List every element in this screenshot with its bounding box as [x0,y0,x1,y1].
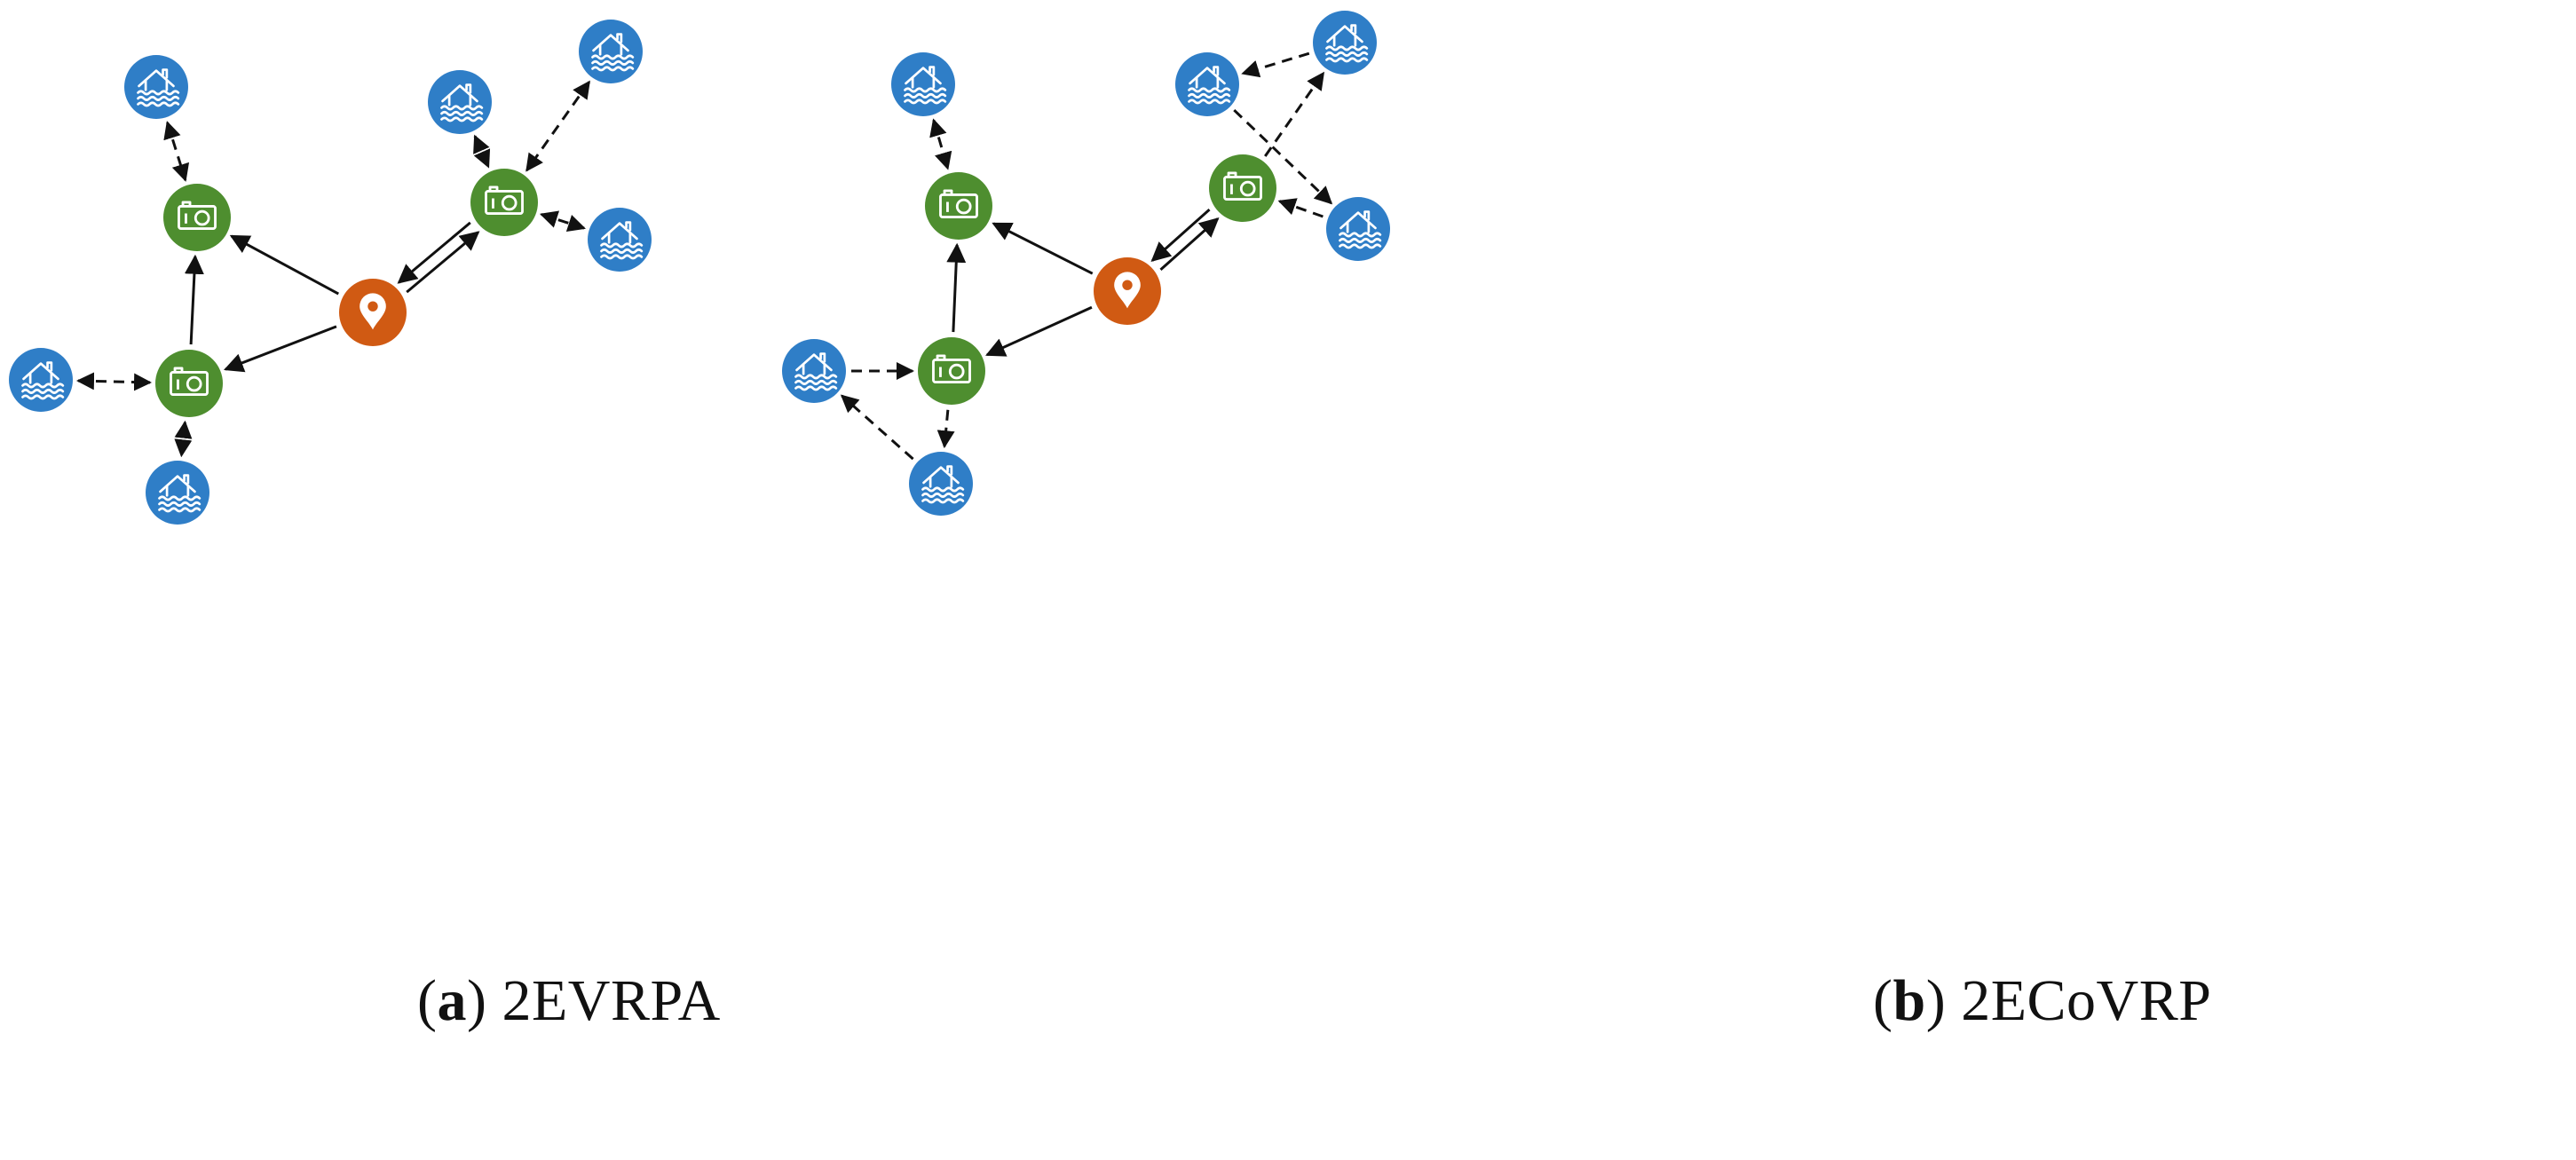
caption-b: (b) 2ECoVRP [1873,968,2212,1033]
flood-node-c2 [1313,11,1377,75]
dashed-edge-c3-c6 [1233,108,1333,205]
camera-node-s2 [918,337,985,405]
flood-node-c5 [146,461,209,525]
dashed-edge-s2-c5 [936,409,955,449]
depot-node-d [1094,257,1161,325]
solid-edge-s1-s2 [184,254,204,345]
dashed-edge-c6-s3 [1277,198,1324,218]
solid-edge-s2-d [223,325,337,373]
flood-node-c6 [588,208,652,272]
depot-node-d [339,279,407,346]
flood-node-c1 [891,52,955,116]
camera-node-s3 [470,169,538,236]
dashed-edge-c1-s1 [163,121,190,182]
caption-a: (a) 2EVRPA [417,968,721,1033]
edge-layer [840,51,1333,461]
solid-edge-d-s1 [992,222,1094,275]
dashed-edge-s3-c6 [539,210,586,233]
camera-node-s3 [1209,154,1276,222]
node-layer [9,20,652,525]
dashed-edge-c5-c4 [840,394,914,461]
flood-node-c3 [428,70,492,134]
solid-edge-d-s1 [229,234,340,296]
flood-node-c4 [9,348,73,412]
dashed-edge-c2-c3 [1241,51,1310,78]
dashed-edge-s2-c5 [174,420,193,458]
camera-node-s2 [155,350,223,417]
solid-edge-s1-s2 [946,242,967,333]
flood-node-c1 [124,55,188,119]
camera-node-s1 [925,172,992,240]
solid-edge-d-s3 [1150,208,1220,272]
flood-node-c6 [1326,197,1390,261]
dashed-edge-c1-s1 [929,118,952,170]
dashed-edge-s3-c2 [1264,71,1325,157]
flood-node-c5 [909,452,973,516]
edge-layer [75,80,591,458]
flood-node-c4 [782,339,846,403]
dashed-edge-c4-s2 [75,372,153,391]
solid-edge-d-s3 [397,221,480,294]
dashed-edge-c3-s3 [473,134,491,169]
solid-edge-s2-d [985,305,1093,357]
camera-node-s1 [163,184,231,251]
panel-a-diagram [9,20,652,525]
dashed-edge-c2-s3 [525,80,591,172]
flood-node-c2 [579,20,643,83]
node-layer [782,11,1390,516]
flood-node-c3 [1175,52,1239,116]
panel-b-diagram [782,11,1390,516]
